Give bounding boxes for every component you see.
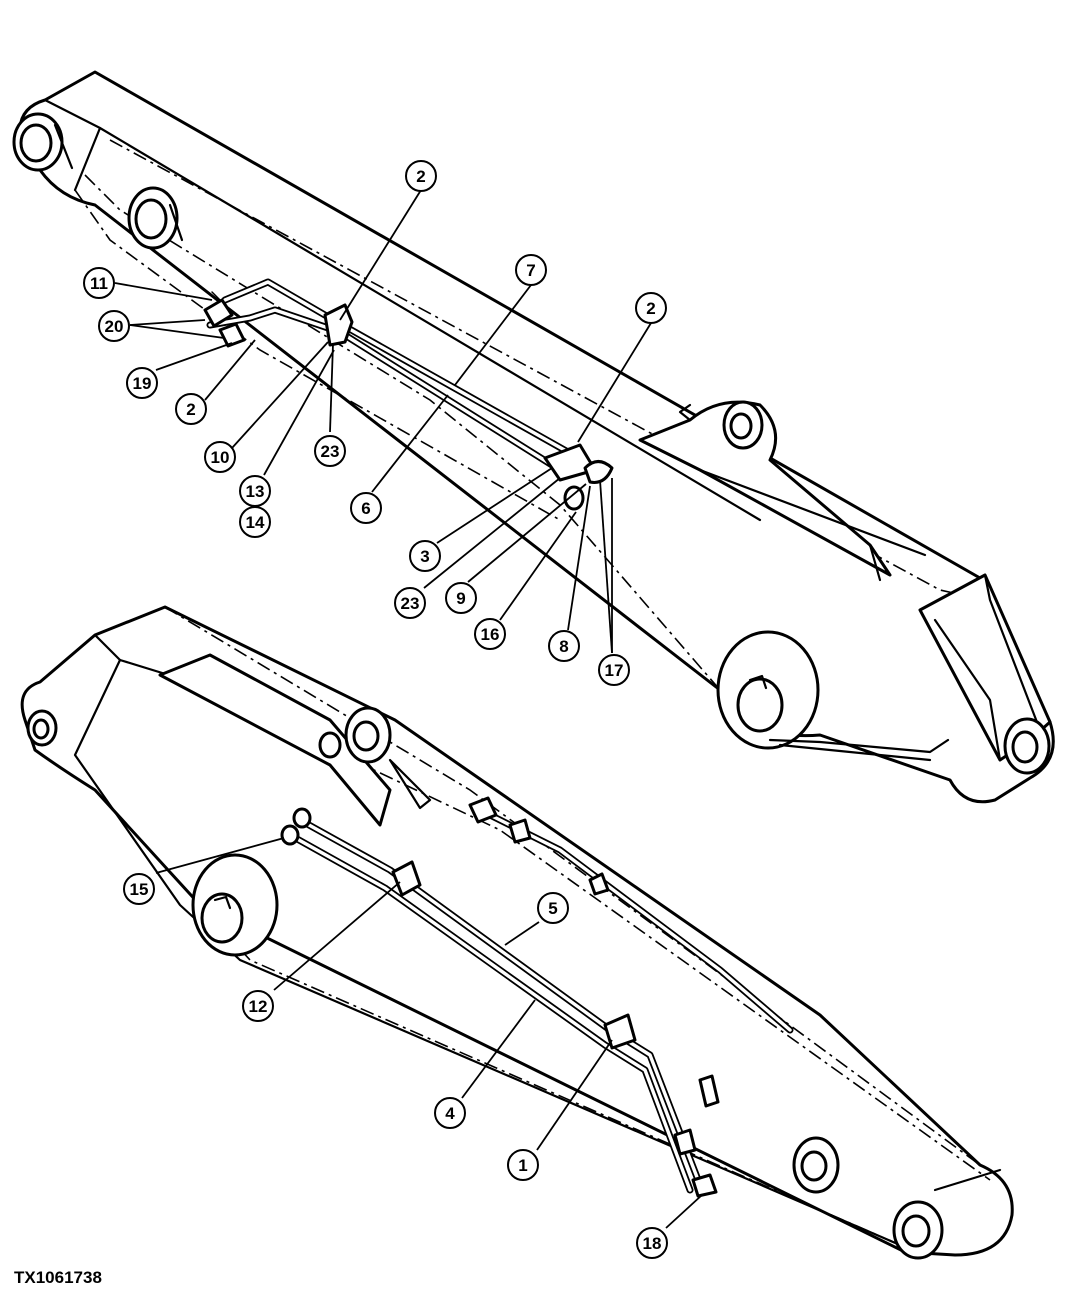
svg-text:9: 9 — [456, 589, 465, 608]
svg-text:13: 13 — [246, 482, 265, 501]
svg-text:2: 2 — [186, 400, 195, 419]
svg-text:2: 2 — [646, 299, 655, 318]
callout-4[interactable]: 4 — [434, 1097, 466, 1129]
svg-text:14: 14 — [246, 513, 265, 532]
svg-text:16: 16 — [481, 625, 500, 644]
svg-text:17: 17 — [605, 661, 624, 680]
svg-text:8: 8 — [559, 637, 568, 656]
svg-text:1: 1 — [518, 1156, 527, 1175]
callout-12[interactable]: 12 — [242, 990, 274, 1022]
callout-17[interactable]: 17 — [598, 654, 630, 686]
callout-2-top[interactable]: 2 — [405, 160, 437, 192]
callouts: 2 7 2 11 20 19 2 10 23 13 14 6 3 23 9 16… — [83, 160, 668, 1259]
callout-18[interactable]: 18 — [636, 1227, 668, 1259]
svg-text:23: 23 — [321, 442, 340, 461]
svg-text:19: 19 — [133, 374, 152, 393]
callout-2-right[interactable]: 2 — [635, 292, 667, 324]
svg-text:12: 12 — [249, 997, 268, 1016]
callout-9[interactable]: 9 — [445, 582, 477, 614]
callout-20[interactable]: 20 — [98, 310, 130, 342]
figure-id-label: TX1061738 — [14, 1268, 102, 1287]
leader-lines — [114, 189, 703, 1229]
callout-19[interactable]: 19 — [126, 367, 158, 399]
svg-text:20: 20 — [105, 317, 124, 336]
callout-11[interactable]: 11 — [83, 267, 115, 299]
svg-text:7: 7 — [526, 261, 535, 280]
callout-8[interactable]: 8 — [548, 630, 580, 662]
callout-23-mid[interactable]: 23 — [394, 587, 426, 619]
svg-text:6: 6 — [361, 499, 370, 518]
svg-text:2: 2 — [416, 167, 425, 186]
callout-2-left[interactable]: 2 — [175, 393, 207, 425]
callout-15[interactable]: 15 — [123, 873, 155, 905]
svg-text:5: 5 — [548, 899, 557, 918]
svg-text:3: 3 — [420, 547, 429, 566]
callout-14[interactable]: 14 — [239, 506, 271, 538]
callout-13[interactable]: 13 — [239, 475, 271, 507]
svg-text:18: 18 — [643, 1234, 662, 1253]
callout-10[interactable]: 10 — [204, 441, 236, 473]
callout-6[interactable]: 6 — [350, 492, 382, 524]
svg-text:4: 4 — [445, 1104, 455, 1123]
callout-7[interactable]: 7 — [515, 254, 547, 286]
svg-text:10: 10 — [211, 448, 230, 467]
callout-5[interactable]: 5 — [537, 892, 569, 924]
callout-1[interactable]: 1 — [507, 1149, 539, 1181]
callout-23-top[interactable]: 23 — [314, 435, 346, 467]
svg-text:23: 23 — [401, 594, 420, 613]
svg-text:11: 11 — [90, 274, 108, 293]
lower-boom — [20, 605, 1014, 1260]
upper-boom — [12, 70, 1055, 804]
callout-16[interactable]: 16 — [474, 618, 506, 650]
svg-text:15: 15 — [130, 880, 149, 899]
callout-3[interactable]: 3 — [409, 540, 441, 572]
